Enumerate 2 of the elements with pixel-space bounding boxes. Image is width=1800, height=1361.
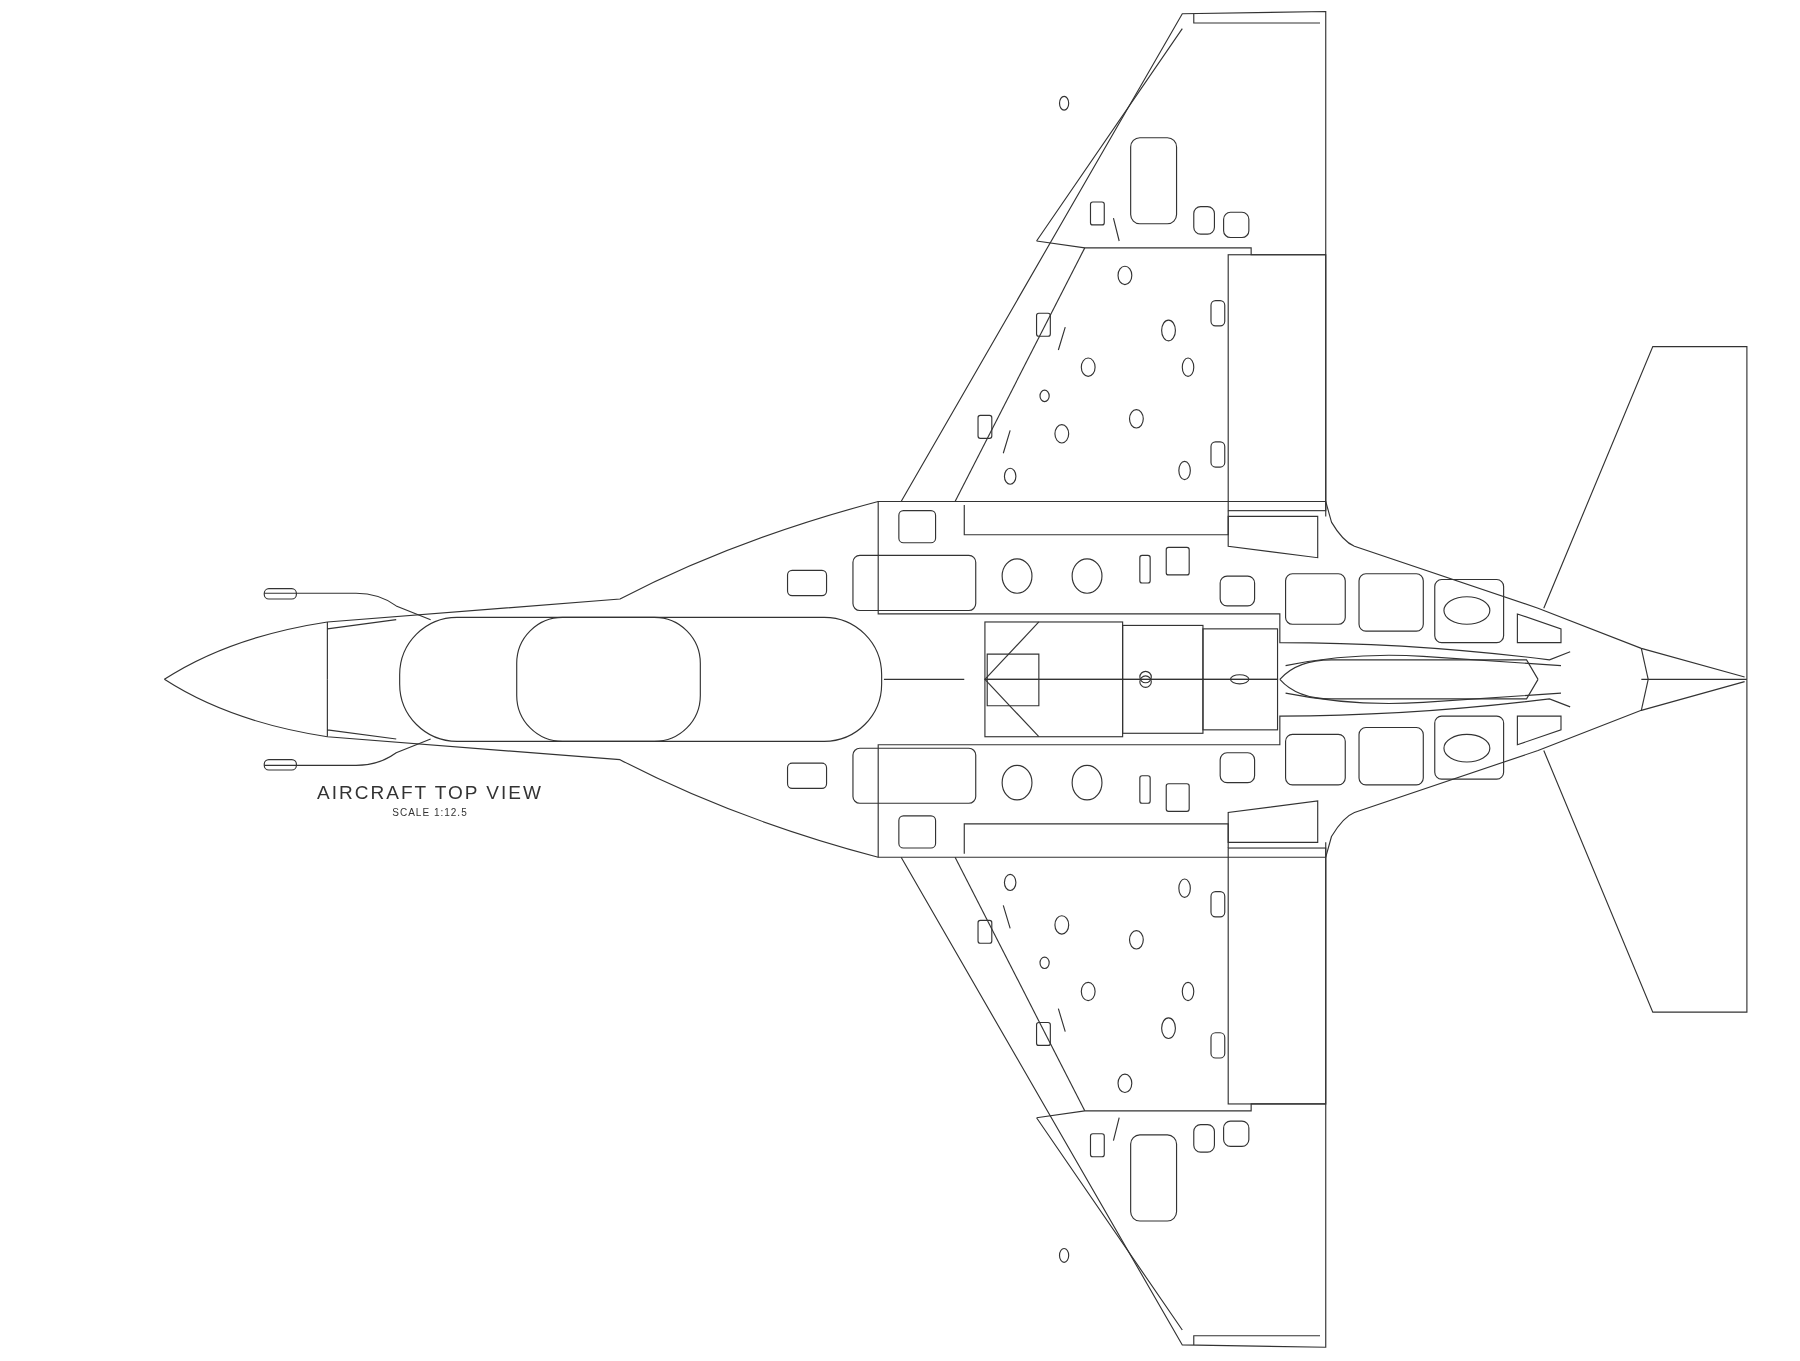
drawing-title: AIRCRAFT TOP VIEW <box>316 782 544 804</box>
scale-note: SCALE 1:12.5 <box>391 807 469 818</box>
